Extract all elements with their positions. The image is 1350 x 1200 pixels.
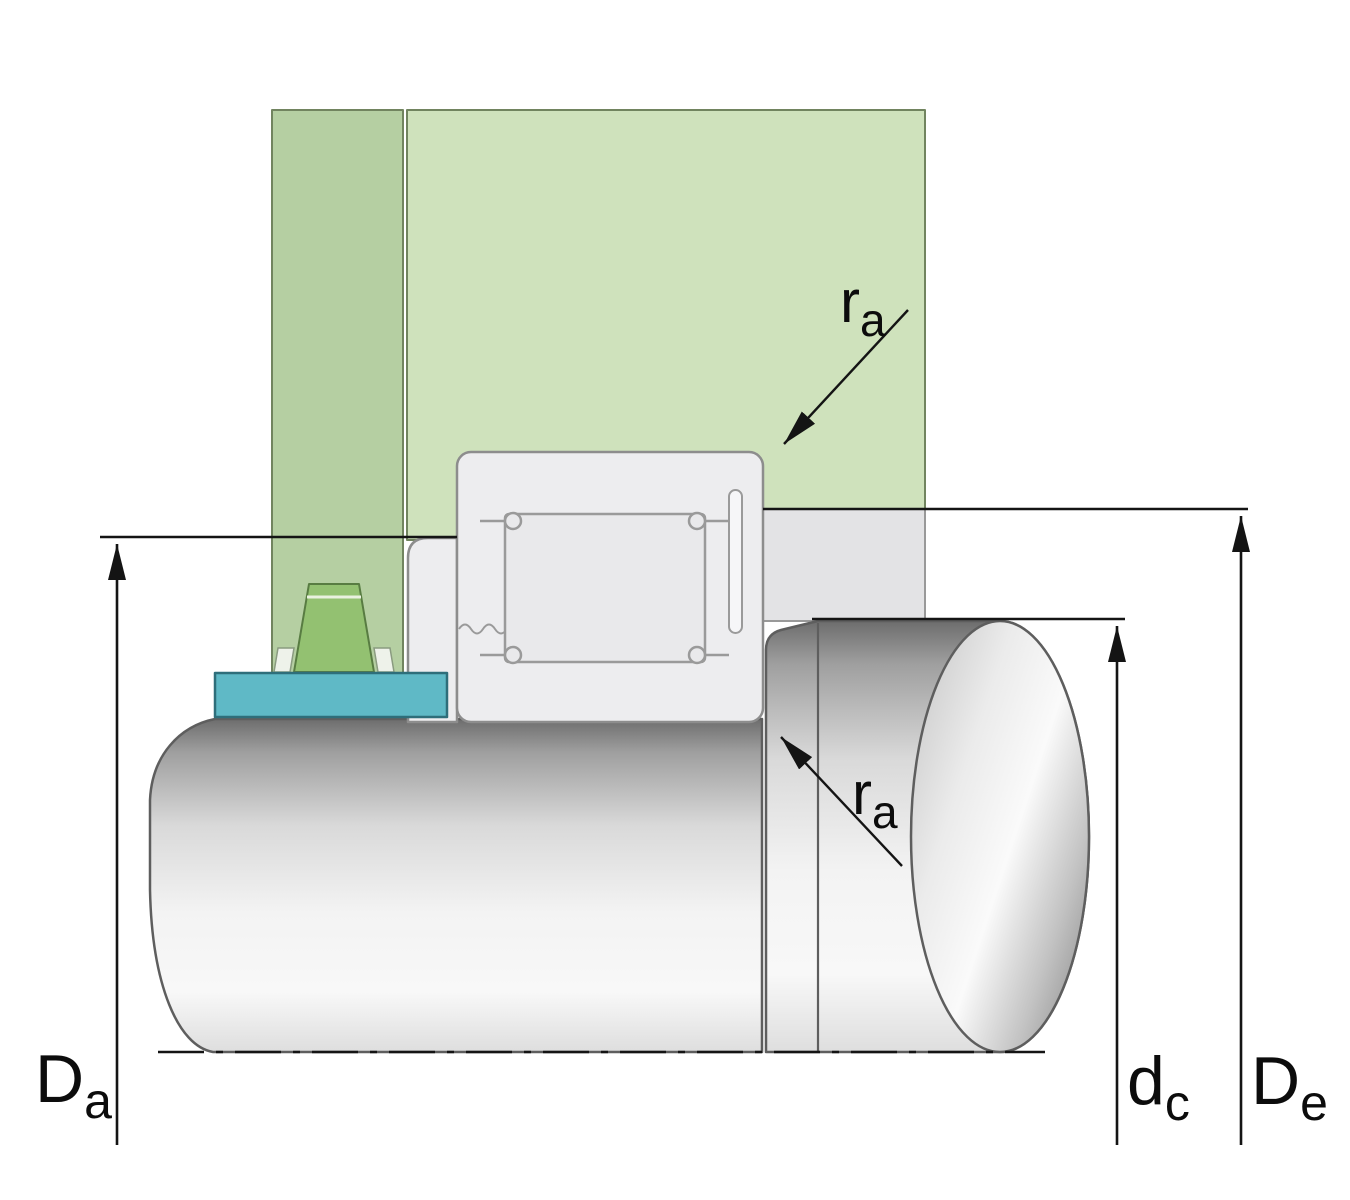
lubrication-slot — [728, 489, 743, 634]
cage-pin-bottom-left — [503, 645, 523, 665]
cage-pin-bottom-right — [687, 645, 707, 665]
shaft-body — [148, 717, 764, 1054]
cage-pin-top-left — [503, 511, 523, 531]
label-de: De — [1251, 1043, 1328, 1131]
label-ra-top: ra — [840, 268, 886, 346]
label-da: Da — [35, 1041, 112, 1129]
bore-break-line — [458, 623, 508, 635]
seal-lip-right — [373, 647, 395, 673]
leader-ra-bottom — [780, 736, 903, 867]
leader-ra-top — [783, 309, 909, 445]
housing-flange — [271, 109, 404, 676]
label-dc: dc — [1127, 1043, 1190, 1131]
housing-recess — [762, 508, 926, 622]
seal-lip-left — [273, 647, 295, 673]
cage-pin-top-right — [687, 511, 707, 531]
shaft-end-face — [909, 619, 1091, 1054]
label-ra-bottom: ra — [852, 760, 898, 838]
roller-element — [503, 512, 707, 664]
support-washer — [213, 671, 449, 719]
